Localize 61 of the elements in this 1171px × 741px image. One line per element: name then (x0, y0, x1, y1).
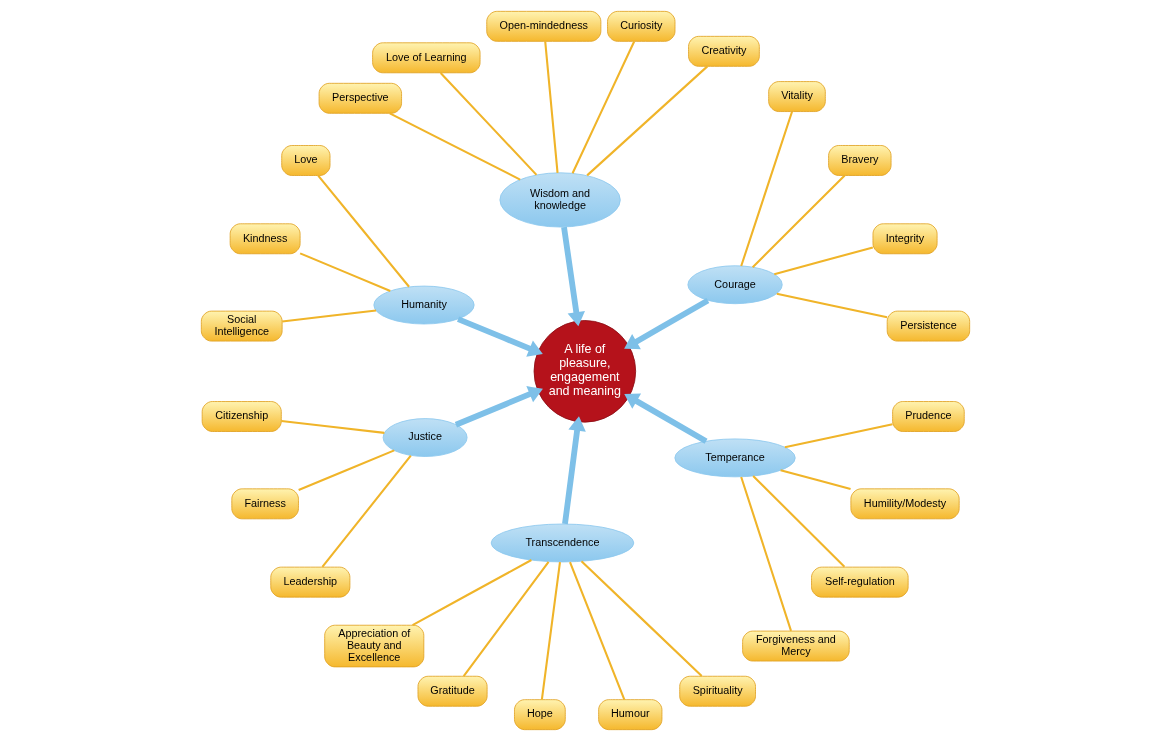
connector (774, 246, 874, 276)
connector (571, 41, 636, 174)
node-ellipse: Courage (687, 265, 783, 305)
connector (412, 559, 532, 626)
connector (569, 561, 626, 700)
node-box: Bravery (828, 145, 892, 176)
arrow (562, 416, 586, 525)
node-ellipse: Humanity (373, 285, 475, 325)
node-box: Spirituality (679, 675, 756, 707)
node-box: Love of Learning (372, 42, 481, 74)
connector (299, 252, 391, 292)
connector (580, 560, 703, 677)
connector (784, 423, 893, 449)
node-box: Integrity (872, 223, 938, 255)
connector (298, 449, 395, 491)
node-box: Curiosity (607, 10, 676, 42)
node-box: Forgiveness and Mercy (742, 630, 850, 662)
connector (751, 174, 846, 268)
node-box: Fairness (231, 488, 299, 520)
connector (586, 65, 709, 177)
node-box: Humility/Modesty (850, 488, 960, 520)
node-box: Creativity (688, 35, 760, 67)
node-box: Hope (514, 699, 566, 731)
connector (389, 112, 521, 181)
connector (740, 476, 792, 632)
arrow (624, 393, 708, 444)
connector (281, 420, 385, 434)
node-box: Humour (598, 699, 663, 731)
connector (321, 454, 412, 568)
node-box: Citizenship (201, 401, 282, 432)
node-box: Social Intelligence (200, 310, 283, 342)
node-box: Love (281, 145, 331, 176)
node-box: Leadership (270, 566, 351, 598)
arrow (624, 297, 710, 350)
arrow (457, 316, 543, 357)
node-box: Self-regulation (811, 566, 909, 598)
node-circle: A life of pleasure, engagement and meaning (533, 320, 637, 423)
node-box: Appreciation of Beauty and Excellence (324, 624, 425, 668)
node-ellipse: Transcendence (490, 523, 635, 563)
node-box: Prudence (892, 401, 965, 432)
connector (317, 174, 410, 288)
node-box: Perspective (318, 82, 402, 114)
node-box: Vitality (768, 81, 826, 112)
node-box: Persistence (886, 310, 971, 342)
connector (780, 469, 851, 491)
node-ellipse: Wisdom and knowledge (499, 172, 621, 228)
arrow (454, 386, 543, 428)
connector (752, 475, 846, 568)
arrow (561, 226, 585, 327)
node-ellipse: Temperance (674, 438, 796, 478)
connector (439, 72, 538, 176)
connector (544, 41, 559, 173)
node-ellipse: Justice (382, 418, 468, 457)
connector (740, 111, 793, 267)
connector (282, 309, 377, 323)
node-box: Kindness (229, 223, 301, 255)
connector (462, 561, 550, 677)
node-box: Gratitude (417, 675, 488, 707)
node-box: Open-mindedness (486, 10, 602, 42)
connector (776, 292, 888, 319)
connector (540, 561, 561, 700)
